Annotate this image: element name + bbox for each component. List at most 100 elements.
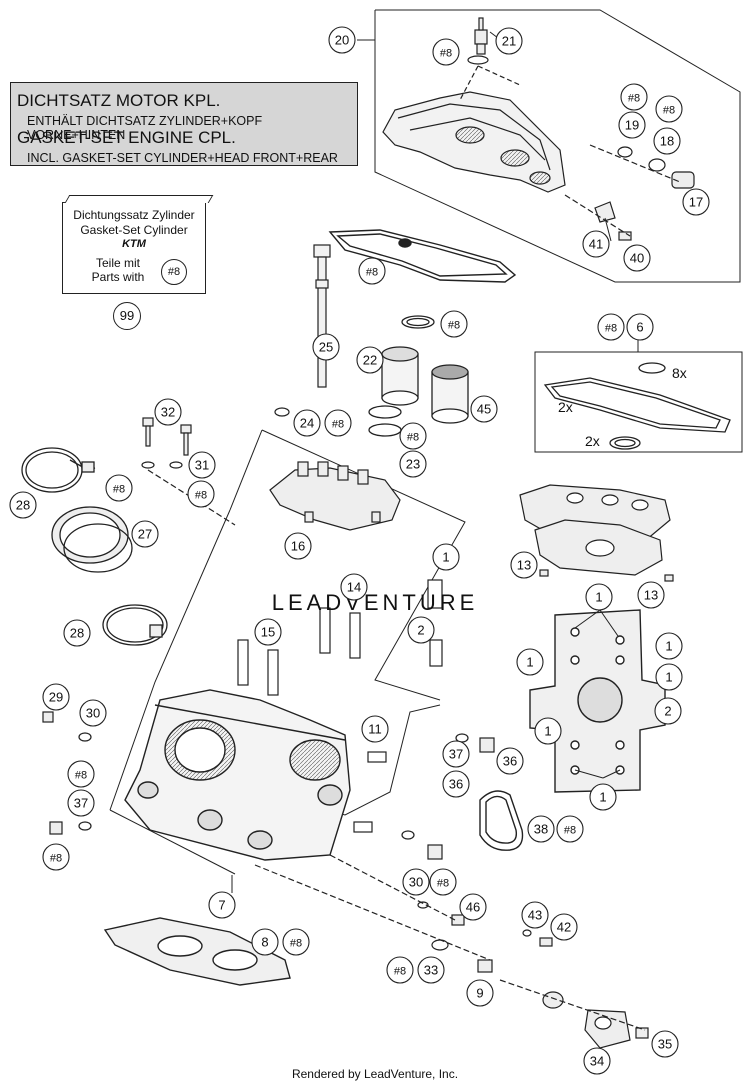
callout-label: 33 (424, 963, 438, 978)
callout-circle (516, 648, 544, 676)
callout-circle (417, 956, 445, 984)
callout-43-48: 43 (521, 901, 549, 929)
valve-cover-group (374, 9, 741, 283)
callout-circle (470, 395, 498, 423)
callout-circle (9, 491, 37, 519)
callout-circle (618, 111, 646, 139)
callout-46-47: 46 (459, 893, 487, 921)
callout-label: 9 (476, 986, 483, 1001)
callout-circle (620, 83, 648, 111)
callout-label: 1 (442, 550, 449, 565)
callout-label: 46 (466, 900, 480, 915)
callout-circle (312, 333, 340, 361)
callout-ref-8-11: #8 (440, 310, 468, 338)
callout-circle (585, 583, 613, 611)
callout-circle (626, 313, 654, 341)
callout-17-7: 17 (682, 188, 710, 216)
callout-15-31: 15 (254, 618, 282, 646)
callout-circle (655, 663, 683, 691)
camshaft-carrier-part (269, 461, 401, 531)
callout-circle (358, 257, 386, 285)
callout-circle (407, 616, 435, 644)
callout-circle (655, 95, 683, 123)
footer-credit: Rendered by LeadVenture, Inc. (291, 1067, 459, 1081)
callout-circle (432, 38, 460, 66)
callout-label: 21 (502, 34, 516, 49)
callout-circle (521, 901, 549, 929)
callout-23-18: 23 (399, 450, 427, 478)
cover-gasket-part (328, 229, 517, 283)
callout-ref-8-17: #8 (399, 422, 427, 450)
cover-small-parts (564, 144, 695, 241)
callout-label: 13 (517, 558, 531, 573)
head-outline (109, 509, 236, 875)
callout-circle (324, 409, 352, 437)
callout-circle (105, 474, 133, 502)
bridge-part (519, 484, 674, 582)
kit-title-de: Dichtungssatz Zylinder (73, 208, 195, 222)
callout-circle (495, 27, 523, 55)
callout-circle (42, 683, 70, 711)
callout-label: 1 (665, 639, 672, 654)
callout-37-39: 37 (67, 789, 95, 817)
callout-label: 32 (161, 405, 175, 420)
callout-label: #8 (437, 878, 449, 890)
callout-circle (589, 783, 617, 811)
callout-label: #8 (605, 323, 617, 335)
callout-label: 37 (74, 796, 88, 811)
callout-label: #8 (50, 853, 62, 865)
callout-circle (293, 409, 321, 437)
callout-1-60: 1 (585, 583, 613, 611)
callout-1-63: 1 (655, 632, 683, 660)
callout-label: 35 (658, 1037, 672, 1052)
kit-ref-text: #8 (167, 266, 181, 278)
bottom-small-parts (254, 854, 553, 973)
callout-28-25: 28 (9, 491, 37, 519)
callout-ref-8-38: #8 (67, 760, 95, 788)
kit-ref-badge: #8 (161, 259, 187, 285)
callout-label: 13 (644, 588, 658, 603)
kit-box-top-edge (64, 195, 214, 203)
callout-circle (550, 913, 578, 941)
callout-circle (510, 551, 538, 579)
callout-label: #8 (663, 105, 675, 117)
callout-label: #8 (407, 432, 419, 444)
callout-circle (582, 230, 610, 258)
callout-1-64: 1 (655, 663, 683, 691)
callout-36-40: 36 (442, 770, 470, 798)
callout-ref-8-51: #8 (282, 928, 310, 956)
callout-1-59: 1 (516, 648, 544, 676)
kit-title-en: Gasket-Set Cylinder (80, 223, 188, 237)
callout-18-6: 18 (653, 127, 681, 155)
callout-label: 2 (664, 704, 671, 719)
callout-circle (131, 520, 159, 548)
callout-ref-8-41: #8 (42, 843, 70, 871)
callout-circle (654, 697, 682, 725)
callout-label: #8 (366, 267, 378, 279)
callout-label: 16 (291, 539, 305, 554)
callout-label: 22 (363, 353, 377, 368)
callout-label: #8 (75, 770, 87, 782)
intake-clamp-parts (21, 447, 168, 646)
callout-ref-8-24: #8 (187, 480, 215, 508)
callout-circle (556, 815, 584, 843)
watermark: LEADVENTURE (272, 590, 479, 615)
callout-36-37: 36 (496, 747, 524, 775)
callout-20-0: 20 (328, 26, 356, 54)
callout-label: 11 (368, 722, 382, 737)
callout-label: 30 (86, 706, 100, 721)
callout-label: #8 (290, 938, 302, 950)
callout-circle (356, 346, 384, 374)
callout-label: #8 (628, 93, 640, 105)
callout-circle (399, 422, 427, 450)
callout-label: 42 (557, 920, 571, 935)
callout-label: 8 (261, 935, 268, 950)
callout-29-34: 29 (42, 683, 70, 711)
small-bolt-parts (141, 417, 236, 526)
callout-ref-8-19: #8 (105, 474, 133, 502)
qty-label-2x-a: 2x (558, 399, 573, 415)
callout-label: 29 (49, 690, 63, 705)
callout-28-32: 28 (63, 619, 91, 647)
gasket-set-engine-box: DICHTSATZ MOTOR KPL. ENTHÄLT DICHTSATZ Z… (10, 82, 358, 166)
callout-circle (79, 699, 107, 727)
